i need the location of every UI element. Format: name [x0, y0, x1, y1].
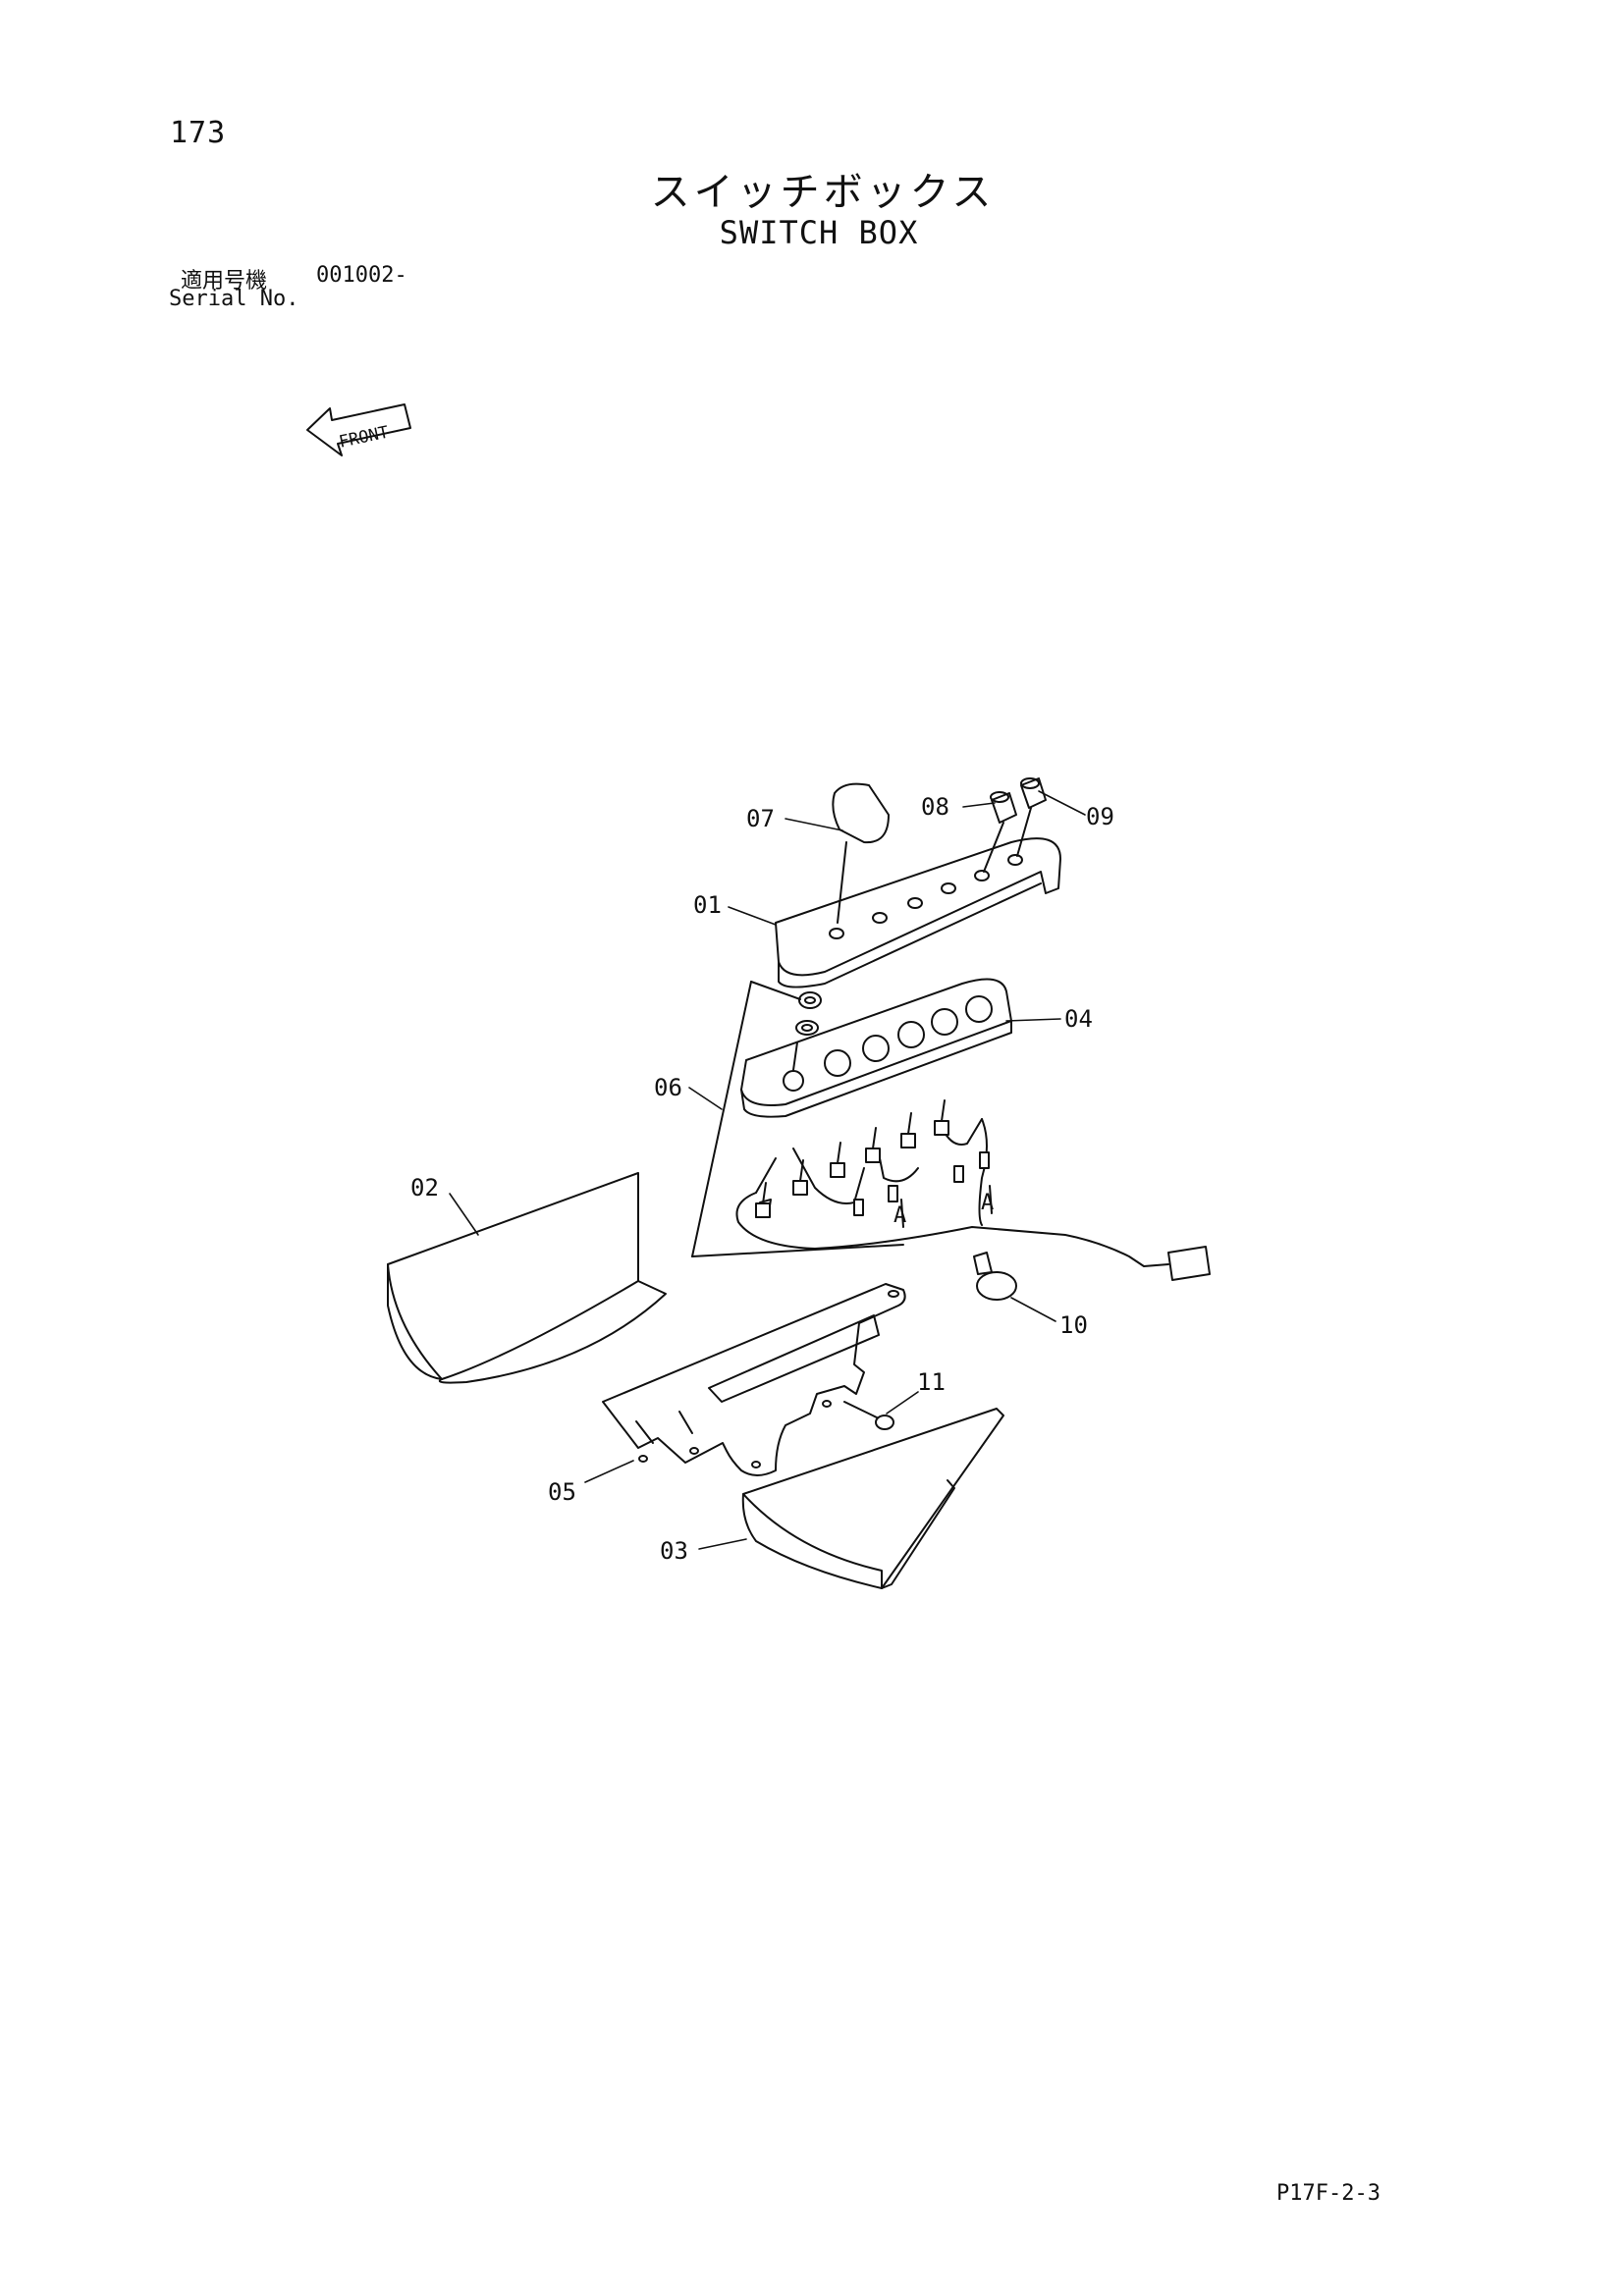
rotary-knob-08 — [983, 791, 1017, 873]
label-10: 10 — [1059, 1311, 1088, 1339]
title-english: SWITCH BOX — [719, 214, 919, 251]
label-06: 06 — [654, 1074, 682, 1101]
switch-panel-part — [740, 978, 1012, 1118]
label-09: 09 — [1086, 803, 1114, 830]
label-11: 11 — [917, 1368, 946, 1396]
serial-value: 001002- — [316, 263, 407, 288]
wiring-harness-part: A A — [735, 1099, 1211, 1281]
label-05: 05 — [548, 1478, 576, 1506]
serial-label-english: Serial No. — [169, 287, 299, 311]
label-07: 07 — [746, 805, 775, 832]
knob-part — [832, 782, 890, 924]
label-03: 03 — [660, 1537, 688, 1565]
label-02: 02 — [410, 1174, 439, 1201]
base-plate-part — [602, 1283, 906, 1476]
right-cover-part — [741, 1408, 1004, 1589]
cable-clamp-part — [973, 1252, 1017, 1301]
rotary-knob-09 — [1016, 777, 1047, 857]
leader-lines — [449, 790, 1086, 1550]
title-japanese: スイッチボックス — [650, 170, 996, 215]
serial-label-japanese: 適用号機 — [181, 269, 268, 294]
label-08: 08 — [921, 793, 949, 821]
document-code: P17F-2-3 — [1276, 2181, 1380, 2206]
page-number: 173 — [170, 116, 227, 150]
connector-mark-a1: A — [893, 1203, 906, 1228]
harness-bracket-lines — [691, 981, 904, 1257]
left-cover-part — [387, 1172, 667, 1384]
screw-part — [843, 1401, 894, 1430]
label-01: 01 — [693, 891, 722, 919]
top-cover-part — [775, 837, 1061, 988]
front-arrow-icon: FRONT — [306, 403, 411, 456]
label-04: 04 — [1064, 1005, 1093, 1033]
